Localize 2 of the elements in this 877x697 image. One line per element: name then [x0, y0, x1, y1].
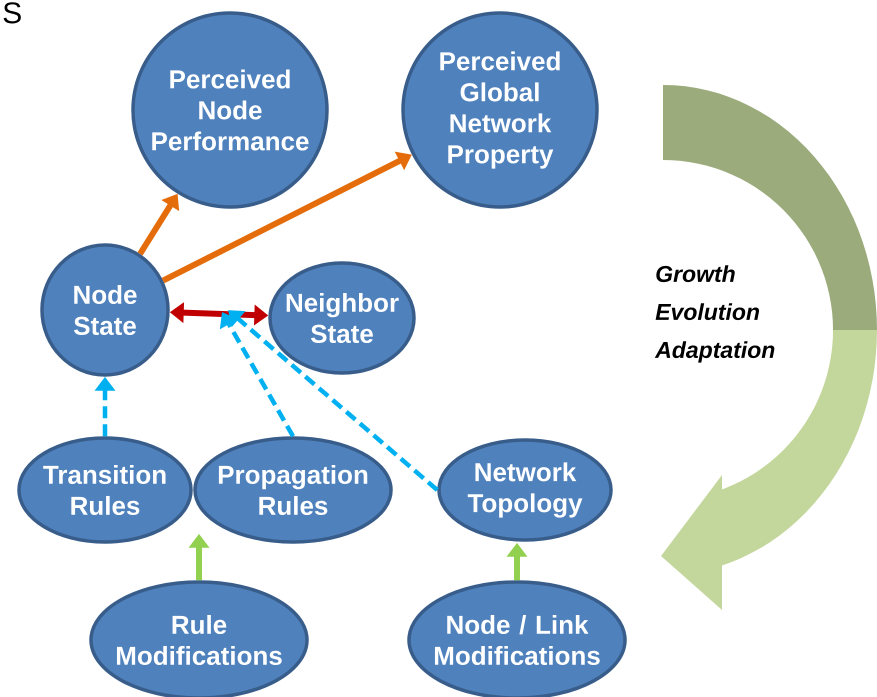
cycle-label: Growth Evolution Adaptation	[654, 265, 774, 363]
title-fragment: S	[4, 2, 21, 24]
